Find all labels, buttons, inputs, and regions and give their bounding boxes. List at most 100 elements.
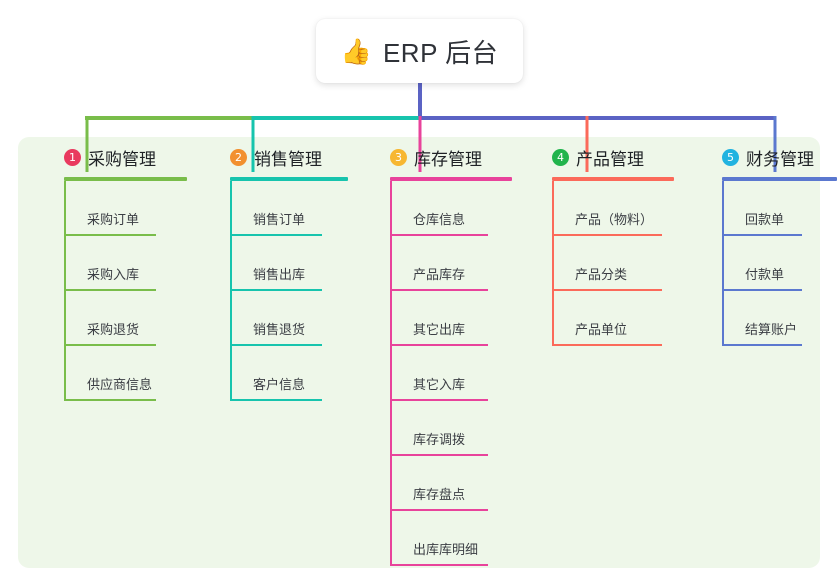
column-title-4: 产品管理 bbox=[576, 149, 644, 169]
column-rule-2 bbox=[230, 177, 348, 181]
leaf-item-label: 销售退货 bbox=[253, 322, 306, 337]
column-rule-5 bbox=[722, 177, 837, 181]
leaf-item[interactable]: 采购入库 bbox=[64, 236, 169, 291]
column-title-1: 采购管理 bbox=[88, 149, 156, 169]
leaf-item-rule bbox=[390, 454, 488, 456]
leaf-item[interactable]: 产品（物料） bbox=[552, 181, 669, 236]
column-rule-4 bbox=[552, 177, 674, 181]
column-2: 2 销售管理销售订单销售出库销售退货客户信息 bbox=[207, 137, 348, 401]
leaf-item-label: 产品分类 bbox=[575, 267, 628, 282]
leaf-item-label: 产品单位 bbox=[575, 322, 628, 337]
leaf-list-2: 销售订单销售出库销售退货客户信息 bbox=[230, 181, 335, 401]
leaf-item-label: 采购退货 bbox=[87, 322, 140, 337]
leaf-item-label: 采购入库 bbox=[87, 267, 140, 282]
leaf-item[interactable]: 销售退货 bbox=[230, 291, 335, 346]
leaf-item-rule bbox=[390, 509, 488, 511]
leaf-item-label: 其它入库 bbox=[413, 377, 466, 392]
leaf-item-rule bbox=[64, 344, 156, 346]
leaf-item[interactable]: 销售出库 bbox=[230, 236, 335, 291]
leaf-item-label: 库存盘点 bbox=[413, 487, 466, 502]
leaf-item-rule bbox=[390, 289, 488, 291]
leaf-item[interactable]: 仓库信息 bbox=[390, 181, 507, 236]
leaf-item-label: 付款单 bbox=[745, 267, 785, 282]
leaf-item-label: 销售订单 bbox=[253, 212, 306, 227]
leaf-spine-5 bbox=[722, 181, 724, 346]
leaf-item-label: 客户信息 bbox=[253, 377, 306, 392]
leaf-item-label: 出库库明细 bbox=[413, 542, 479, 557]
leaf-item-label: 销售出库 bbox=[253, 267, 306, 282]
leaf-item-label: 产品库存 bbox=[413, 267, 466, 282]
leaf-item-label: 采购订单 bbox=[87, 212, 140, 227]
leaf-item[interactable]: 产品分类 bbox=[552, 236, 669, 291]
leaf-item-rule bbox=[390, 399, 488, 401]
leaf-item[interactable]: 库存盘点 bbox=[390, 456, 507, 511]
leaf-item-label: 其它出库 bbox=[413, 322, 466, 337]
leaf-item-rule bbox=[390, 564, 488, 566]
leaf-item[interactable]: 其它出库 bbox=[390, 291, 507, 346]
column-badge-5: 5 bbox=[722, 148, 739, 166]
leaf-item-rule bbox=[230, 234, 322, 236]
column-header-2[interactable]: 2 销售管理 bbox=[207, 137, 335, 177]
leaf-item-rule bbox=[552, 344, 662, 346]
column-title-5: 财务管理 bbox=[746, 149, 814, 169]
column-5: 5 财务管理回款单付款单结算账户 bbox=[699, 137, 837, 346]
column-rule-1 bbox=[64, 177, 187, 181]
diagram-panel bbox=[18, 137, 820, 568]
leaf-item-rule bbox=[64, 234, 156, 236]
leaf-spine-4 bbox=[552, 181, 554, 346]
leaf-item-rule bbox=[552, 234, 662, 236]
leaf-item[interactable]: 销售订单 bbox=[230, 181, 335, 236]
leaf-item-label: 仓库信息 bbox=[413, 212, 466, 227]
column-badge-1: 1 bbox=[64, 148, 81, 166]
leaf-item-rule bbox=[230, 399, 322, 401]
leaf-item-rule bbox=[64, 289, 156, 291]
leaf-item-rule bbox=[64, 399, 156, 401]
column-rule-3 bbox=[390, 177, 512, 181]
column-badge-4: 4 bbox=[552, 148, 569, 166]
column-1: 1 采购管理采购订单采购入库采购退货供应商信息 bbox=[41, 137, 187, 401]
leaf-list-3: 仓库信息产品库存其它出库其它入库库存调拨库存盘点出库库明细 bbox=[390, 181, 507, 566]
leaf-item[interactable]: 出库库明细 bbox=[390, 511, 507, 566]
leaf-item[interactable]: 产品单位 bbox=[552, 291, 669, 346]
leaf-item[interactable]: 其它入库 bbox=[390, 346, 507, 401]
leaf-item[interactable]: 回款单 bbox=[722, 181, 819, 236]
leaf-item-rule bbox=[390, 344, 488, 346]
column-header-5[interactable]: 5 财务管理 bbox=[699, 137, 819, 177]
column-badge-2: 2 bbox=[230, 148, 247, 166]
leaf-item-rule bbox=[722, 289, 802, 291]
leaf-item-label: 结算账户 bbox=[745, 322, 798, 337]
thumbs-up-icon: 👍 bbox=[340, 36, 372, 66]
column-header-4[interactable]: 4 产品管理 bbox=[529, 137, 669, 177]
leaf-item-label: 产品（物料） bbox=[575, 212, 654, 227]
leaf-item-rule bbox=[230, 289, 322, 291]
leaf-item[interactable]: 库存调拨 bbox=[390, 401, 507, 456]
leaf-item-label: 回款单 bbox=[745, 212, 785, 227]
column-header-1[interactable]: 1 采购管理 bbox=[41, 137, 169, 177]
leaf-item[interactable]: 客户信息 bbox=[230, 346, 335, 401]
column-title-2: 销售管理 bbox=[254, 149, 322, 169]
leaf-item[interactable]: 采购订单 bbox=[64, 181, 169, 236]
leaf-item-label: 供应商信息 bbox=[87, 377, 153, 392]
leaf-spine-3 bbox=[390, 181, 392, 566]
column-4: 4 产品管理产品（物料） 产品分类产品单位 bbox=[529, 137, 674, 346]
leaf-item-label: 库存调拨 bbox=[413, 432, 466, 447]
leaf-spine-2 bbox=[230, 181, 232, 401]
leaf-item-rule bbox=[390, 234, 488, 236]
leaf-list-5: 回款单付款单结算账户 bbox=[722, 181, 819, 346]
leaf-item[interactable]: 采购退货 bbox=[64, 291, 169, 346]
leaf-spine-1 bbox=[64, 181, 66, 401]
column-title-3: 库存管理 bbox=[414, 149, 482, 169]
leaf-item[interactable]: 结算账户 bbox=[722, 291, 819, 346]
leaf-list-4: 产品（物料） 产品分类产品单位 bbox=[552, 181, 669, 346]
leaf-list-1: 采购订单采购入库采购退货供应商信息 bbox=[64, 181, 169, 401]
leaf-item[interactable]: 产品库存 bbox=[390, 236, 507, 291]
leaf-item[interactable]: 供应商信息 bbox=[64, 346, 169, 401]
leaf-item[interactable]: 付款单 bbox=[722, 236, 819, 291]
leaf-item-rule bbox=[552, 289, 662, 291]
column-container: 1 采购管理采购订单采购入库采购退货供应商信息 2 销售管理销售订单销售出库销售退货客… bbox=[18, 137, 837, 568]
leaf-item-rule bbox=[722, 344, 802, 346]
leaf-item-rule bbox=[722, 234, 802, 236]
root-node-card[interactable]: 👍 ERP 后台 bbox=[316, 19, 523, 83]
